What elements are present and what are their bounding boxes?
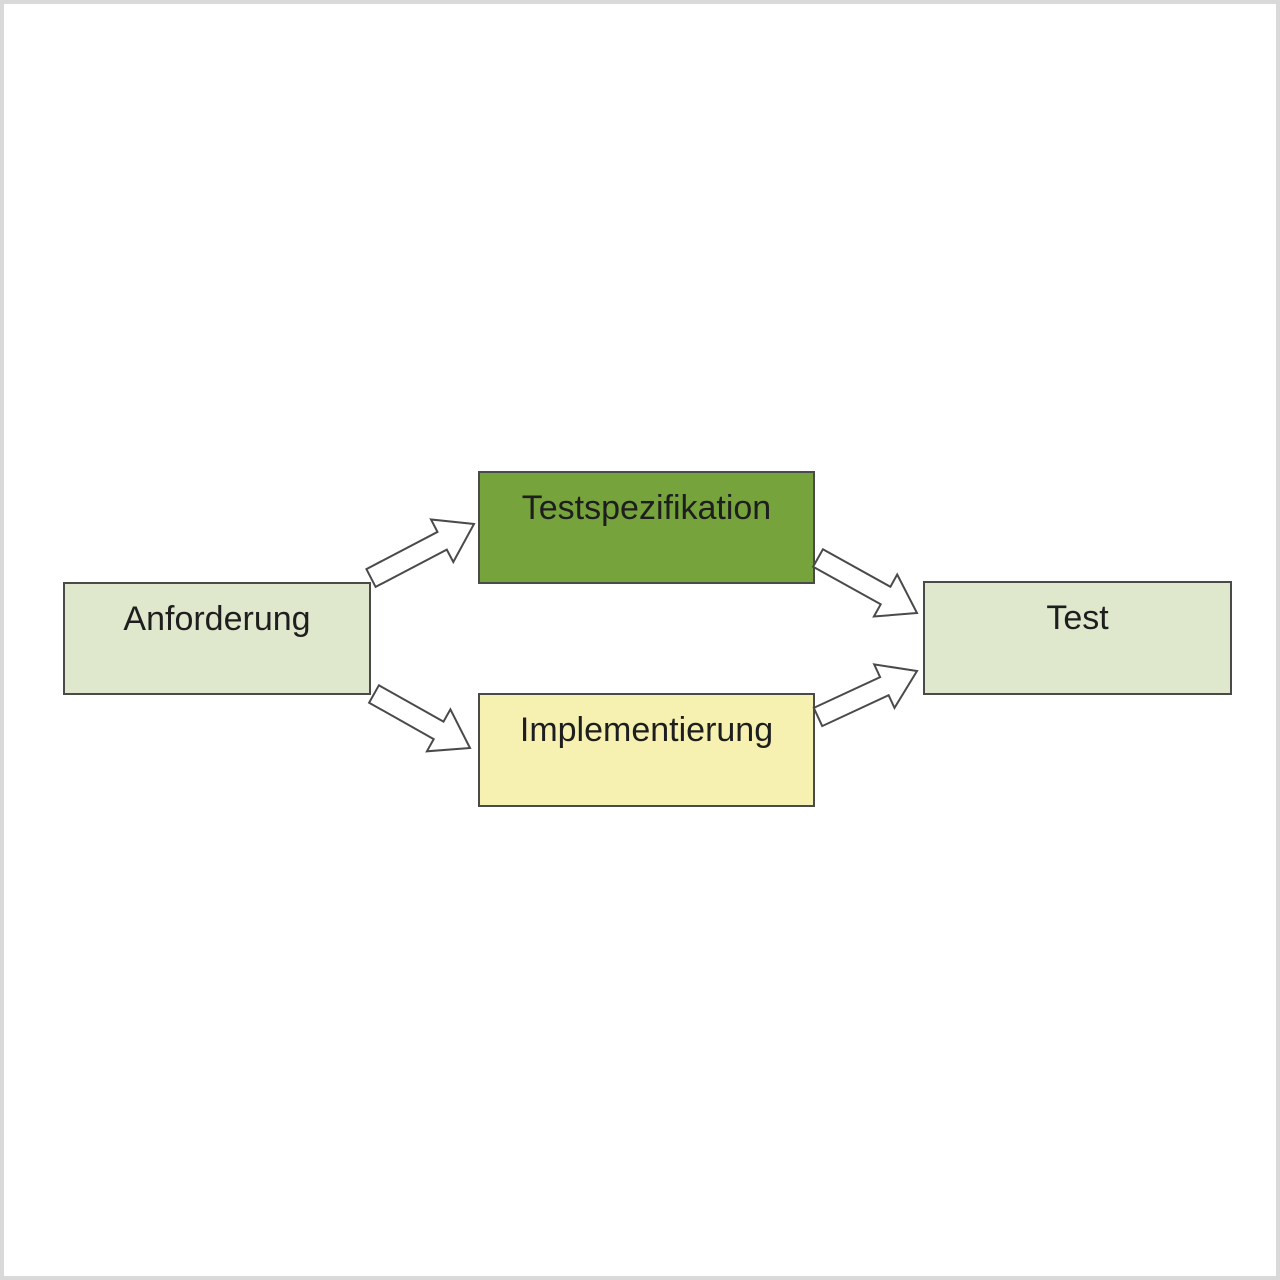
node-anforderung: Anforderung — [63, 582, 371, 695]
node-testspezifikation: Testspezifikation — [478, 471, 815, 584]
arrow-anforderung-to-testspezifikation — [365, 518, 476, 589]
node-testspezifikation-label: Testspezifikation — [521, 489, 772, 527]
arrows-layer — [365, 518, 919, 753]
node-test-label: Test — [1046, 599, 1109, 637]
node-anforderung-label: Anforderung — [123, 600, 311, 638]
arrow-implementierung-to-test — [812, 663, 919, 728]
node-implementierung-label: Implementierung — [519, 711, 774, 749]
arrow-testspezifikation-to-test — [811, 547, 919, 618]
node-test: Test — [923, 581, 1232, 695]
arrow-anforderung-to-implementierung — [367, 683, 472, 753]
node-implementierung: Implementierung — [478, 693, 815, 807]
